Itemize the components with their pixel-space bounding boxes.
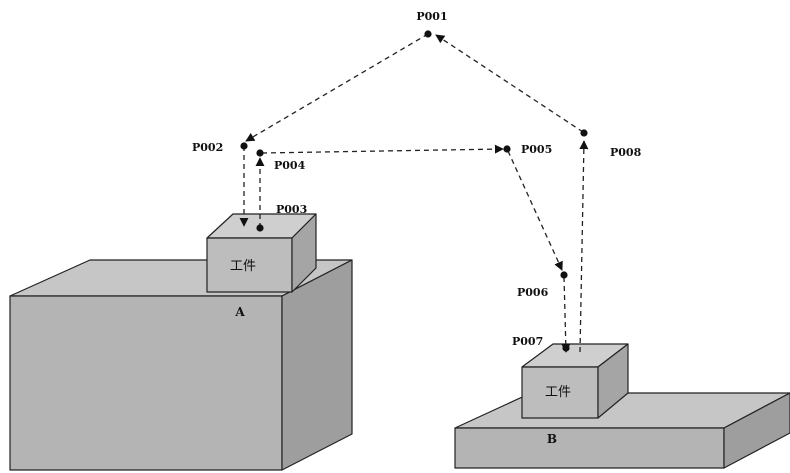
workpiece-a-label: 工件 (230, 259, 256, 274)
label-p007: P007 (512, 335, 543, 348)
workpiece-b: 工件 (521, 343, 629, 419)
label-p002: P002 (192, 141, 223, 154)
segment-p004-p005 (261, 144, 504, 154)
point-p004-marker (256, 149, 264, 157)
station-a-front (9, 295, 283, 471)
station-b-front (454, 427, 725, 469)
label-p004: P004 (274, 159, 306, 172)
point-p008-marker (580, 129, 588, 137)
point-p007-marker (562, 344, 570, 352)
workpiece-a-side (291, 213, 317, 293)
label-p001: P001 (416, 10, 447, 23)
point-p005-marker (503, 145, 511, 153)
label-p008: P008 (610, 146, 642, 159)
station-a-label: A (234, 305, 245, 319)
point-labels: P001 P002 P003 P004 P005 P006 P007 P008 (192, 10, 642, 348)
path-segments (239, 33, 589, 353)
point-markers (240, 30, 588, 352)
station-a-side (281, 259, 353, 471)
segment-p007-p008 (579, 140, 589, 353)
point-p001-marker (424, 30, 432, 38)
station-a-block (9, 259, 353, 471)
segment-p006-p007 (561, 276, 571, 353)
label-p006: P006 (517, 286, 549, 299)
station-b-block (454, 392, 790, 469)
point-p003-marker (256, 224, 264, 232)
point-p002-marker (240, 142, 248, 150)
segment-p008-p001 (435, 34, 584, 133)
station-b-label: B (547, 432, 557, 446)
station-b-side (723, 392, 790, 469)
workpiece-b-label: 工件 (545, 385, 571, 400)
label-p003: P003 (276, 203, 307, 216)
segment-p001-p002 (245, 33, 429, 142)
workpiece-b-side (597, 343, 629, 419)
segment-p005-p006 (507, 150, 563, 271)
point-p006-marker (560, 271, 568, 279)
label-p005: P005 (521, 143, 552, 156)
